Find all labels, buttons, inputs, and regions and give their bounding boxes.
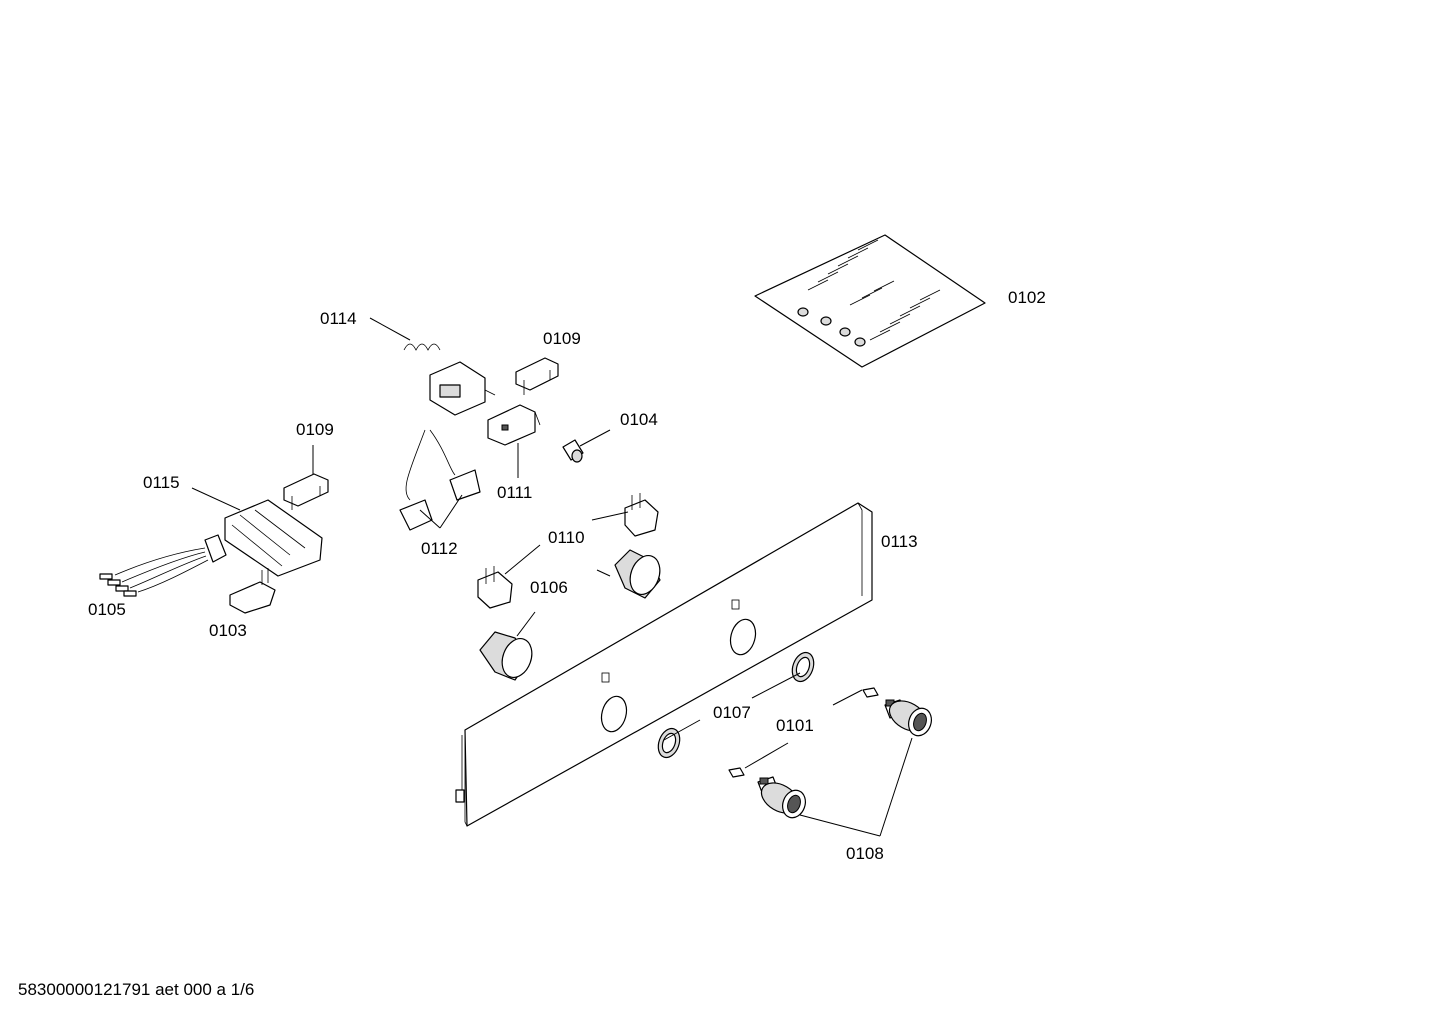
thermostat-part bbox=[369, 317, 496, 416]
label-0109-top: 0109 bbox=[543, 329, 581, 348]
leader-lines bbox=[191, 429, 913, 837]
label-0112: 0112 bbox=[421, 539, 458, 558]
document-footer-id: 58300000121791 aet 000 a 1/6 bbox=[18, 980, 255, 999]
wiring-part bbox=[399, 429, 481, 531]
label-0106: 0106 bbox=[530, 578, 568, 597]
lamp-part bbox=[562, 439, 584, 463]
label-0104: 0104 bbox=[620, 410, 658, 429]
label-0114: 0114 bbox=[320, 309, 357, 328]
label-0115: 0115 bbox=[143, 473, 180, 492]
label-0111: 0111 bbox=[497, 483, 532, 502]
label-0110: 0110 bbox=[548, 528, 585, 547]
label-0113: 0113 bbox=[881, 532, 918, 551]
label-0102: 0102 bbox=[1008, 288, 1046, 307]
switch-part bbox=[477, 493, 659, 609]
label-0101: 0101 bbox=[776, 716, 814, 735]
knob-part bbox=[757, 699, 932, 819]
insert-part bbox=[728, 687, 879, 778]
label-0103: 0103 bbox=[209, 621, 247, 640]
control-panel-part bbox=[455, 502, 873, 827]
label-0105: 0105 bbox=[88, 600, 126, 619]
label-0107: 0107 bbox=[713, 703, 751, 722]
clip-part bbox=[283, 357, 559, 510]
terminal-block-part bbox=[224, 499, 323, 577]
screw-bag-part bbox=[754, 234, 986, 368]
label-0109-left: 0109 bbox=[296, 420, 334, 439]
label-0108: 0108 bbox=[846, 844, 884, 863]
bracket-part bbox=[487, 404, 541, 446]
wire-harness-part bbox=[99, 534, 227, 597]
sleeve-part bbox=[479, 549, 661, 681]
clip-bracket-part bbox=[229, 568, 276, 614]
part-labels: 0114 0109 0104 0109 0115 0111 0112 0110 … bbox=[88, 288, 1046, 863]
